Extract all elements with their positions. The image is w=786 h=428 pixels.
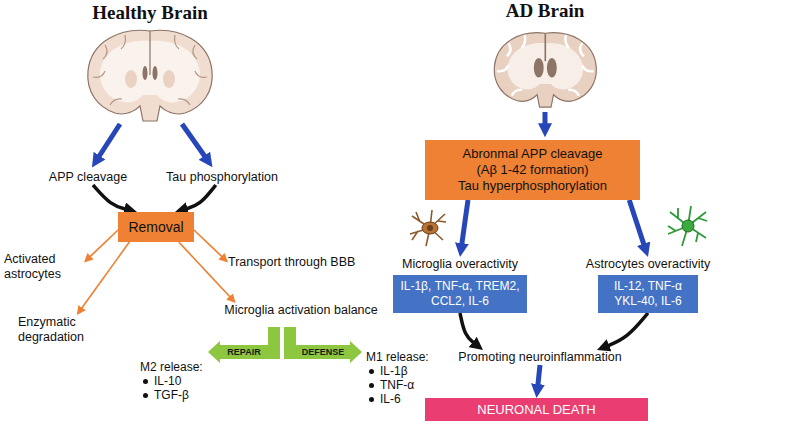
- node-text: APP cleavage: [38, 170, 138, 185]
- healthy-brain-illustration: [88, 30, 212, 121]
- node-text: REPAIR: [220, 345, 268, 359]
- flow-arrow: [538, 365, 540, 387]
- arrow-shape: [284, 327, 362, 363]
- process-box: Abronmal APP cleavage (Aβ 1-42 formation…: [425, 140, 640, 200]
- process-label: Promoting neuroinflammation: [445, 350, 635, 365]
- node-text: Abronmal APP cleavage (Aβ 1-42 formation…: [452, 146, 613, 178]
- process-box: Removal: [118, 212, 194, 242]
- flow-arrow: [543, 112, 548, 126]
- cytokine-list: M2 release:IL-10TGF-β: [140, 360, 230, 402]
- cytokine-box-text: IL-12, TNF-α YKL-40, IL-6: [604, 279, 692, 309]
- cytokine-box-text: IL-1β, TNF-α, TREM2, CCL2, IL-6: [399, 279, 521, 309]
- flow-arrow: [462, 200, 468, 246]
- process-label: APP cleavage: [38, 170, 138, 185]
- flow-arrow: [185, 185, 216, 209]
- direction-arrow: REPAIR: [208, 327, 280, 363]
- microglia-cell-icon: [410, 210, 446, 246]
- flow-arrow: [629, 200, 644, 246]
- panel-heading: Healthy Brain: [92, 2, 208, 24]
- node-text: Promoting neuroinflammation: [445, 350, 635, 365]
- cytokine-box: IL-1β, TNF-α, TREM2, CCL2, IL-6: [393, 275, 527, 313]
- flow-arrow: [182, 124, 206, 158]
- direction-arrow: DEFENSE: [284, 327, 362, 363]
- flow-arrow: [93, 185, 127, 209]
- flow-arrow: [194, 230, 223, 258]
- node-text: Removal: [128, 220, 183, 235]
- node-text: Microglia activation balance: [215, 303, 387, 318]
- node-text: Transport through BBB: [228, 255, 380, 270]
- node-text: Tau hyperphosphorylation: [452, 178, 613, 194]
- arrow-shape: [284, 327, 362, 363]
- flow-arrow: [460, 313, 475, 344]
- arrow-shape: [208, 327, 280, 363]
- cytokine-item: TGF-β: [140, 388, 230, 402]
- node-text: Astrocytes overactivity: [578, 257, 718, 272]
- flow-arrow: [98, 124, 120, 158]
- node-text: NEURONAL DEATH: [429, 402, 644, 417]
- cytokine-item: IL-10: [140, 374, 230, 388]
- node-text: Enzymatic degradation: [18, 315, 102, 345]
- node-text: DEFENSE: [296, 345, 350, 359]
- node-text: Activated astrocytes: [4, 252, 84, 282]
- ad-brain-illustration: [494, 33, 596, 107]
- panel-heading: AD Brain: [506, 0, 585, 22]
- cell-activity-box: Microglia overactivityIL-1β, TNF-α, TREM…: [392, 257, 528, 313]
- cytokine-item: IL-1β: [366, 364, 456, 378]
- arrow-shape: [208, 327, 280, 363]
- outcome-box: NEURONAL DEATH: [425, 398, 648, 421]
- node-text: M1 release:: [366, 350, 456, 364]
- flow-arrow: [81, 242, 129, 309]
- process-label: Microglia activation balance: [215, 303, 387, 318]
- flow-arrow: [607, 313, 648, 346]
- cytokine-item: TNF-α: [366, 378, 456, 392]
- process-label: Enzymatic degradation: [18, 315, 102, 345]
- cell-activity-box: Astrocytes overactivityIL-12, TNF-α YKL-…: [578, 257, 718, 313]
- process-label: Tau phosphorylation: [160, 170, 284, 185]
- process-label: Activated astrocytes: [4, 252, 84, 282]
- astrocyte-cell-icon: [668, 206, 707, 246]
- node-text: M2 release:: [140, 360, 230, 374]
- flow-arrow: [89, 230, 118, 258]
- node-text: Microglia overactivity: [392, 257, 528, 272]
- flow-arrow: [179, 242, 231, 298]
- node-text: Tau phosphorylation: [160, 170, 284, 185]
- process-label: Transport through BBB: [228, 255, 380, 270]
- cytokine-box: IL-12, TNF-α YKL-40, IL-6: [598, 275, 698, 313]
